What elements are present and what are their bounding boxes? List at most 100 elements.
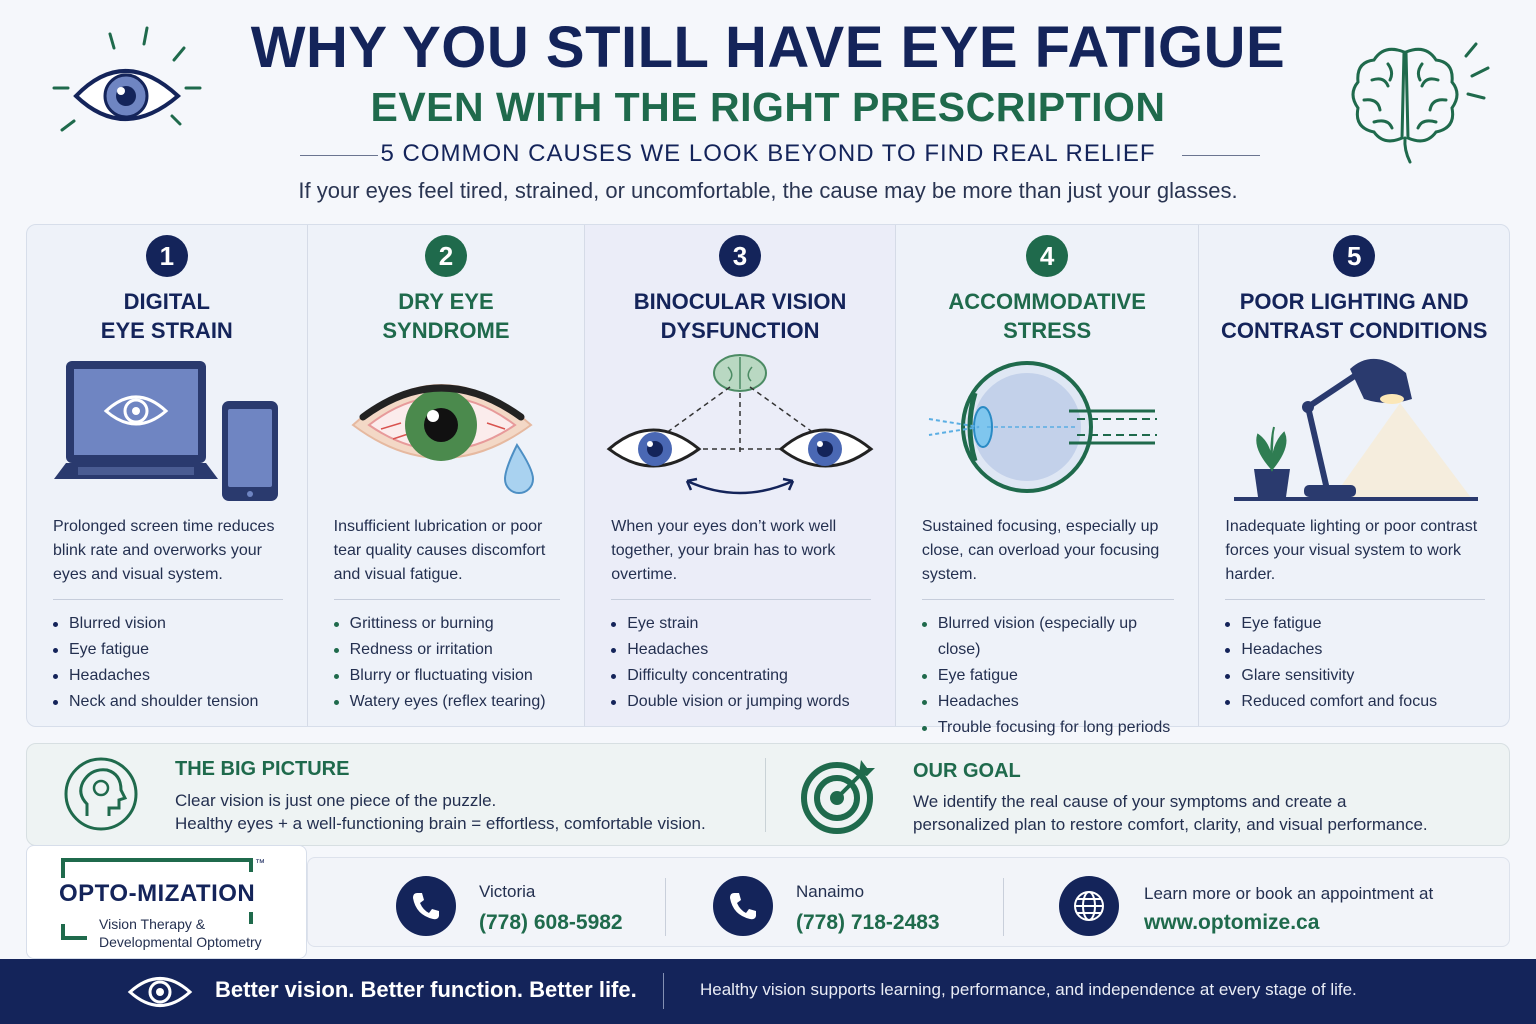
list-item: Eye fatigue — [53, 637, 287, 663]
victoria-label: Victoria — [479, 882, 536, 901]
cause-number: 3 — [719, 235, 762, 277]
cause-divider — [611, 599, 871, 600]
big-picture-line2: Healthy eyes + a well-functioning brain … — [175, 814, 706, 833]
cause-divider — [53, 599, 283, 600]
cause-description: Prolonged screen time reduces blink rate… — [53, 518, 275, 583]
big-picture-title: THE BIG PICTURE — [175, 758, 350, 780]
laptop-icon — [53, 361, 278, 501]
list-item: Eye fatigue — [921, 663, 1179, 689]
target-icon — [801, 760, 875, 834]
cause-description: Inadequate lighting or poor contrast for… — [1225, 518, 1478, 583]
contact-divider — [665, 878, 666, 936]
lamp-icon — [1234, 358, 1479, 501]
list-item: Blurred vision — [53, 611, 287, 637]
list-item: Headaches — [1225, 637, 1489, 663]
panel-divider — [765, 758, 766, 832]
cause-number: 5 — [1333, 235, 1376, 277]
list-item: Difficulty concentrating — [611, 663, 875, 689]
logo: OPTO-MIZATION ™ Vision Therapy & Develop… — [26, 845, 307, 959]
symptom-list: Eye strain Headaches Difficulty concentr… — [611, 611, 875, 715]
head-icon — [64, 757, 138, 831]
cause-description: When your eyes don’t work well together,… — [611, 518, 837, 583]
contact-divider — [1003, 878, 1004, 936]
footer-divider — [663, 973, 664, 1009]
big-picture-panel: THE BIG PICTURE Clear vision is just one… — [26, 743, 1510, 846]
intro-text: If your eyes feel tired, strained, or un… — [298, 178, 1238, 203]
list-item: Blurry or fluctuating vision — [333, 663, 565, 689]
brain-icon — [1351, 42, 1490, 164]
eye-anatomy-illustration — [896, 353, 1199, 503]
list-item: Eye fatigue — [1225, 611, 1489, 637]
eyeball-cross-section-icon — [928, 361, 1158, 493]
symptom-list: Eye fatigue Headaches Glare sensitivity … — [1225, 611, 1489, 715]
symptom-list: Blurred vision (especially up close) Eye… — [921, 611, 1179, 741]
logo-tagline2: Developmental Optometry — [99, 934, 262, 950]
logo-tagline1: Vision Therapy & — [99, 916, 206, 932]
list-item: Blurred vision (especially up close) — [921, 611, 1179, 663]
page-subtitle: EVEN WITH THE RIGHT PRESCRIPTION — [370, 84, 1166, 130]
cause-number: 4 — [1026, 235, 1069, 277]
contact-panel: Victoria (778) 608-5982 Nanaimo (778) 71… — [307, 857, 1510, 947]
list-item: Redness or irritation — [333, 637, 565, 663]
list-item: Headaches — [53, 663, 287, 689]
goal-line1: We identify the real cause of your sympt… — [913, 792, 1347, 811]
victoria-phone-link[interactable]: (778) 608-5982 — [479, 911, 623, 934]
two-eyes-brain-icon — [606, 354, 874, 495]
goal-line2: personalized plan to restore comfort, cl… — [913, 815, 1428, 834]
page-title: WHY YOU STILL HAVE EYE FATIGUE — [250, 15, 1286, 80]
tagline: 5 COMMON CAUSES WE LOOK BEYOND TO FIND R… — [380, 140, 1156, 167]
goal-title: OUR GOAL — [913, 760, 1021, 782]
list-item: Grittiness or burning — [333, 611, 565, 637]
laptop-phone-illustration — [27, 353, 307, 503]
list-item: Neck and shoulder tension — [53, 689, 287, 715]
list-item: Eye strain — [611, 611, 875, 637]
tagline-rule-left — [300, 155, 378, 156]
cause-divider — [1225, 599, 1485, 600]
desk-lamp-illustration — [1199, 353, 1509, 503]
footer: Better vision. Better function. Better l… — [0, 959, 1536, 1024]
logo-name: OPTO-MIZATION — [59, 880, 256, 907]
tagline-rule-right — [1182, 155, 1260, 156]
cause-description: Sustained focusing, especially up close,… — [921, 518, 1160, 583]
website-link[interactable]: www.optomize.ca — [1144, 911, 1320, 934]
nanaimo-label: Nanaimo — [796, 882, 865, 901]
header: WHY YOU STILL HAVE EYE FATIGUE EVEN WITH… — [0, 0, 1536, 215]
web-label: Learn more or book an appointment at — [1144, 884, 1434, 903]
footer-text: Healthy vision supports learning, perfor… — [700, 980, 1357, 999]
list-item: Glare sensitivity — [1225, 663, 1489, 689]
list-item: Watery eyes (reflex tearing) — [333, 689, 565, 715]
cause-divider — [333, 599, 561, 600]
dry-eye-illustration — [308, 353, 585, 503]
eye-icon — [52, 26, 202, 132]
cause-description: Insufficient lubrication or poor tear qu… — [333, 518, 546, 583]
nanaimo-phone-link[interactable]: (778) 718-2483 — [796, 911, 940, 934]
list-item: Reduced comfort and focus — [1225, 689, 1489, 715]
footer-slogan: Better vision. Better function. Better l… — [215, 977, 637, 1002]
symptom-list: Blurred vision Eye fatigue Headaches Nec… — [53, 611, 287, 715]
cause-divider — [921, 599, 1175, 600]
globe-icon[interactable] — [1059, 876, 1119, 936]
cause-number: 2 — [424, 235, 467, 277]
phone-icon[interactable] — [713, 876, 773, 936]
red-eye-icon — [351, 384, 534, 494]
list-item: Trouble focusing for long periods — [921, 715, 1179, 741]
trademark: ™ — [255, 858, 265, 869]
list-item: Headaches — [611, 637, 875, 663]
list-item: Double vision or jumping words — [611, 689, 875, 715]
symptom-list: Grittiness or burning Redness or irritat… — [333, 611, 565, 715]
phone-icon[interactable] — [396, 876, 456, 936]
cause-number: 1 — [145, 235, 188, 277]
big-picture-line1: Clear vision is just one piece of the pu… — [175, 791, 497, 810]
binocular-illustration — [585, 353, 895, 503]
